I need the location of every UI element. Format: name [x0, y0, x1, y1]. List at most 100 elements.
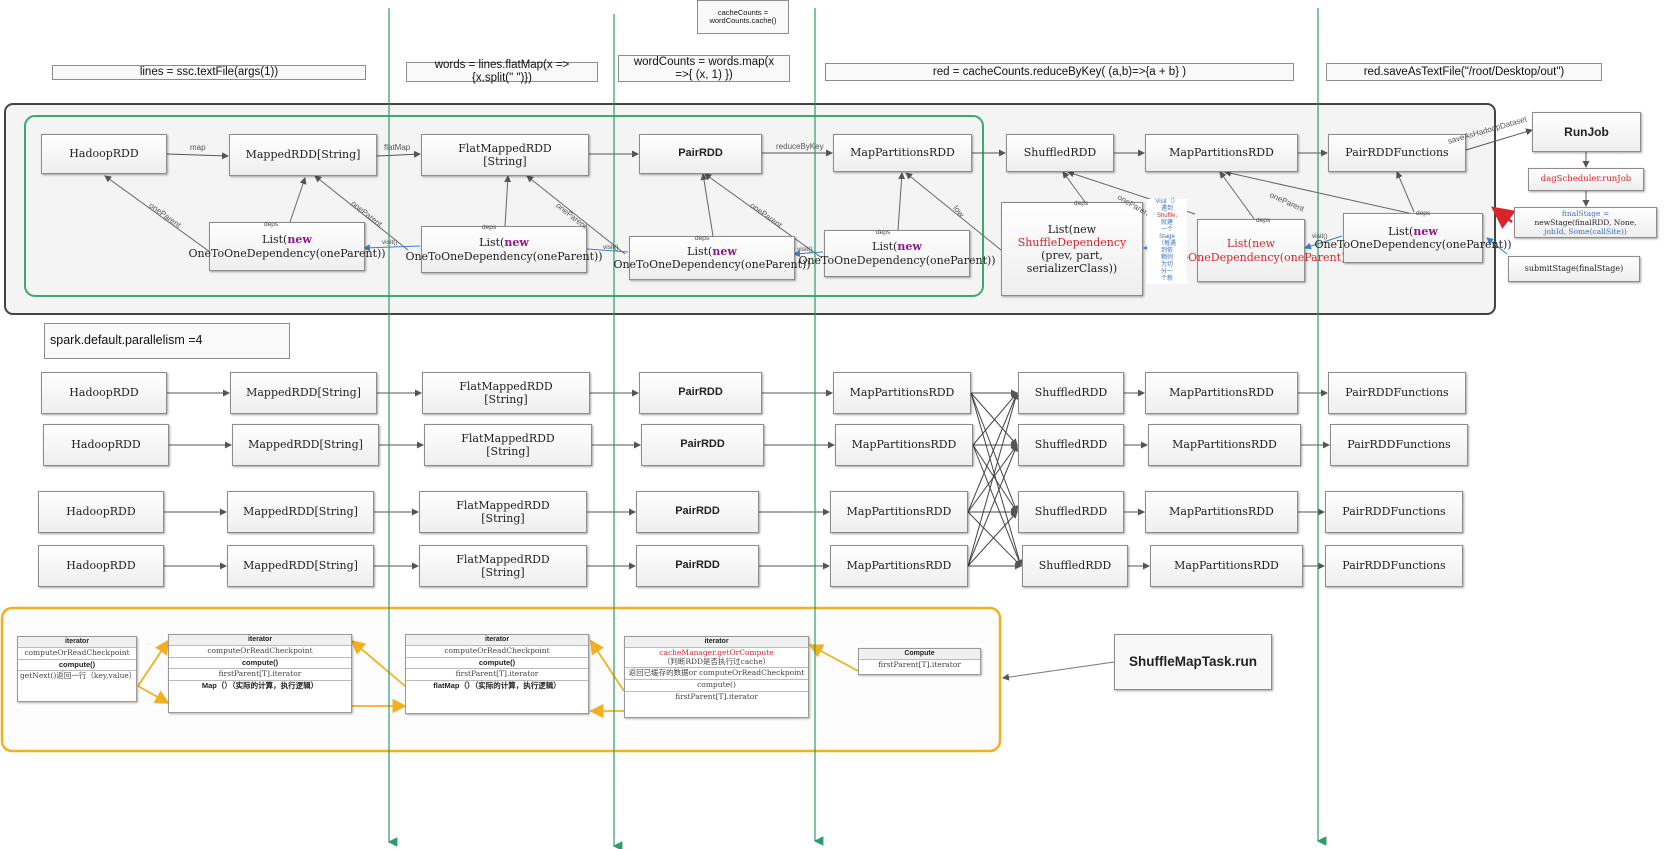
iterator-header: iterator	[169, 635, 351, 647]
dep-list-final: List(new OneToOneDependency(oneParent))	[1314, 213, 1512, 263]
iterator-header: iterator	[625, 637, 808, 649]
lineage-rdd-mappartitions-1: MapPartitionsRDD	[833, 134, 972, 172]
lineage-rdd-hadoop: HadoopRDD	[41, 134, 167, 174]
partition-rdd-box: MapPartitionsRDD	[833, 372, 971, 414]
stage-note-line: （每遇	[1157, 241, 1176, 247]
deps-label: deps	[695, 235, 710, 242]
dagscheduler-runjob: dagScheduler.runJob	[1528, 168, 1644, 191]
visit-label: visit()	[603, 244, 619, 251]
iterator-box-3: iterator computeOrReadCheckpoint compute…	[405, 634, 589, 714]
partition-rdd-box: MapPartitionsRDD	[1145, 372, 1298, 414]
dep-list-prefix: List(	[262, 233, 288, 247]
partition-rdd-box: HadoopRDD	[41, 372, 167, 414]
newstage-line-2: newStage(finalRDD, None,	[1534, 218, 1637, 227]
shuffle-args: (prev, part, serializerClass))	[1026, 249, 1118, 276]
iterator-line: cacheManager.getOrCompute（判断RDD是否执行过cach…	[625, 648, 808, 669]
dep-list-prefix: List(	[479, 236, 505, 250]
lineage-rdd-shuffled: ShuffledRDD	[1006, 134, 1114, 172]
partition-rdd-box: PairRDD	[636, 545, 759, 587]
dep-type: OneToOneDependency(oneParent))	[613, 258, 811, 271]
lineage-rdd-pairfunctions: PairRDDFunctions	[1328, 134, 1466, 172]
dep-type: OneToOneDependency(oneParent))	[405, 249, 603, 263]
new-keyword: new	[897, 240, 922, 254]
visit-label: visit()	[1312, 233, 1328, 240]
stage-trigger-arrow	[1490, 206, 1516, 229]
iterator-line: firstParent[T].iterator	[675, 691, 758, 701]
iterator-line: firstParent[T].iterator	[406, 669, 588, 681]
dep-list-red: List(new OneToOneDependency(oneParent))	[1152, 219, 1350, 282]
partition-rdd-box: MapPartitionsRDD	[1150, 545, 1303, 587]
dep-list-prefix: List(	[872, 240, 898, 254]
partition-rdd-box: MappedRDD[String]	[227, 545, 374, 587]
iterator-line: computeOrReadCheckpoint	[18, 648, 136, 660]
runjob-box: RunJob	[1532, 112, 1641, 152]
stage-note-line: 分一	[1160, 269, 1173, 275]
iterator-line: compute()	[169, 658, 351, 670]
stage-note-line: 为切	[1160, 262, 1173, 268]
stage-note-line: 赖则	[1160, 255, 1173, 261]
cache-note-line-1: cacheCounts =	[717, 7, 769, 17]
stage-note-line: Visit（）	[1155, 199, 1179, 205]
code-textfile: lines = ssc.textFile(args(1))	[52, 65, 366, 80]
new-keyword: new	[1073, 222, 1097, 236]
iterator-line: computeOrReadCheckpoint	[169, 646, 351, 658]
stage-note-line: 遇到	[1160, 206, 1173, 212]
deps-label: deps	[1074, 200, 1089, 207]
lineage-rdd-mapped: MappedRDD[String]	[229, 134, 377, 176]
stage-note-line: 一个	[1160, 227, 1173, 233]
code-flatmap: words = lines.flatMap(x =>{x.split(" ")}…	[406, 59, 598, 84]
partition-rdd-box: MapPartitionsRDD	[1148, 424, 1301, 466]
new-keyword: new	[504, 236, 529, 250]
deps-label: deps	[876, 229, 891, 236]
partition-rdd-box: ShuffledRDD	[1022, 545, 1128, 587]
stage-note-line: 个新	[1160, 276, 1173, 282]
new-keyword: new	[712, 244, 737, 258]
compute-line: firstParent[T].iterator	[878, 660, 961, 670]
dep-list-1: List(new OneToOneDependency(oneParent))	[188, 222, 386, 271]
partition-rdd-box: ShuffledRDD	[1018, 372, 1124, 414]
shuffle-dependency: ShuffleDependency	[1017, 235, 1127, 249]
code-map: wordCounts = words.map(x =>{ (x, 1) })	[618, 55, 790, 82]
dep-list-prefix: List(	[687, 244, 713, 258]
edge-label-map: map	[190, 143, 206, 152]
compute-header: Compute	[859, 649, 980, 661]
dep-type: OneToOneDependency(oneParent))	[1314, 238, 1512, 251]
cache-note: cacheCounts = wordCounts.cache()	[697, 0, 789, 34]
dep-list-shuffle: List(new ShuffleDependency (prev, part, …	[1001, 202, 1143, 296]
partition-rdd-box: MappedRDD[String]	[232, 424, 379, 466]
deps-label: deps	[1256, 217, 1271, 224]
partition-rdd-box: HadoopRDD	[38, 491, 164, 533]
partition-rdd-box: PairRDD	[641, 424, 764, 466]
partition-rdd-box: FlatMappedRDD [String]	[419, 491, 587, 533]
partition-rdd-box: PairRDD	[636, 491, 759, 533]
iterator-line: Map（）（实际的计算，执行逻辑）	[201, 680, 319, 690]
new-keyword: new	[287, 233, 312, 247]
partition-rdd-box: HadoopRDD	[38, 545, 164, 587]
iterator-line: 返回已缓存的数据or computeOrReadCheckpoint	[625, 668, 808, 680]
stage-note: Visit（） 遇到 Shuffle, 就建 一个 Stage （每遇 到依 赖…	[1147, 199, 1187, 284]
lineage-rdd-flatmapped: FlatMappedRDD [String]	[421, 134, 589, 176]
stage-note-line: Shuffle,	[1156, 213, 1178, 219]
cache-note-line-2: wordCounts.cache()	[709, 16, 777, 25]
partition-rdd-box: FlatMappedRDD [String]	[424, 424, 592, 466]
visit-label: visit()	[797, 246, 813, 253]
dep-list-prefix: List(	[1047, 222, 1074, 236]
iterator-line: getNext()返回一行（key,value）	[20, 671, 137, 681]
newstage-line-3: jobId, Some(callSite))	[1544, 227, 1627, 236]
iterator-line: compute()	[406, 658, 588, 670]
iterator-line: compute()	[18, 660, 136, 672]
dep-list-prefix: List(	[1388, 224, 1414, 238]
lineage-rdd-pair: PairRDD	[639, 134, 762, 174]
shuffle-line	[967, 444, 1018, 567]
shuffle-line	[970, 392, 1019, 513]
stage-note-line: Stage	[1159, 234, 1175, 240]
newstage-box: finalStage = newStage(finalRDD, None, jo…	[1514, 207, 1657, 238]
shuffle-line	[972, 444, 1023, 567]
partition-rdd-box: MapPartitionsRDD	[830, 491, 968, 533]
partition-rdd-box: ShuffledRDD	[1018, 424, 1124, 466]
new-keyword: new	[1413, 224, 1438, 238]
partition-rdd-box: PairRDDFunctions	[1325, 545, 1463, 587]
new-keyword: new	[1252, 237, 1276, 251]
shuffle-line	[972, 392, 1018, 446]
